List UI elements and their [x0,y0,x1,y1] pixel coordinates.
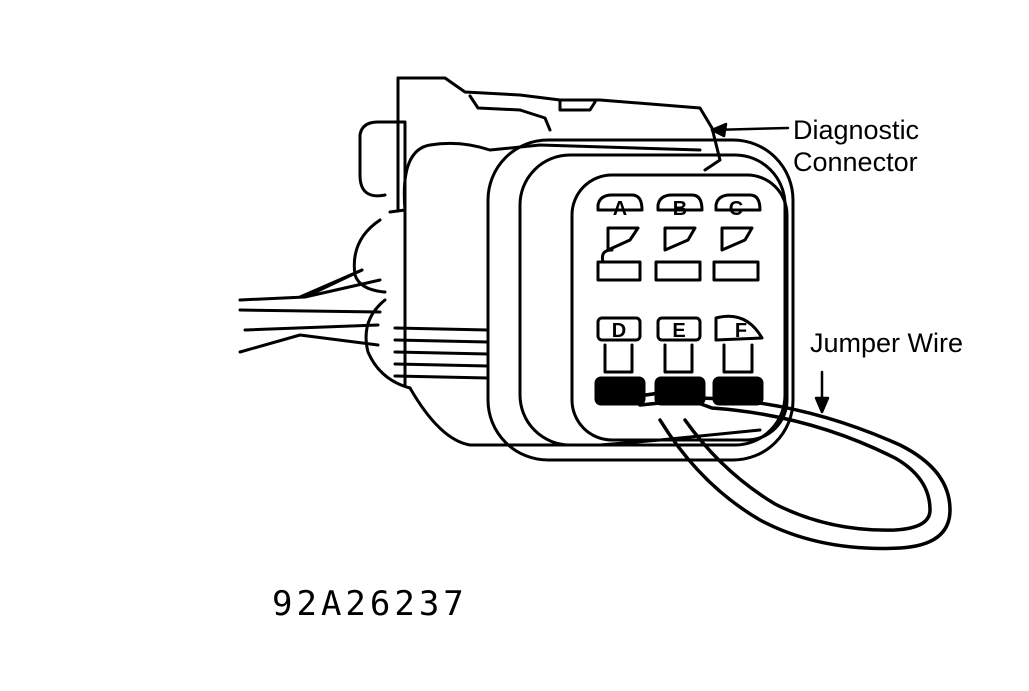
connector-front-face [486,138,795,462]
callout-arrows [710,122,830,414]
terminal-b [654,193,704,282]
terminal-label-c: C [729,198,743,220]
terminal-row-top [596,193,762,282]
jumper-arrowhead [814,396,830,414]
figure-id: 92A26237 [272,584,468,624]
diagnostic-connector-label: Diagnostic Connector [793,114,919,178]
wire-harness [238,268,382,354]
terminal-label-d: D [612,320,626,342]
jumper-wire [623,388,952,551]
jumper-wire-label: Jumper Wire [810,328,964,358]
terminal-label-b: B [673,198,687,220]
connector-latch [396,76,722,212]
terminal-a [596,193,644,282]
connector-rear-boot [352,120,412,390]
terminal-label-f: F [735,320,747,342]
terminal-e [654,316,706,406]
diagnostic-label-line1: Diagnostic [793,115,920,145]
diagnostic-arrowhead [710,122,728,138]
diagnostic-label-line2: Connector [793,147,918,177]
terminal-label-a: A [613,198,627,220]
connector-body [393,141,762,447]
terminal-c [712,193,762,282]
terminal-label-e: E [672,320,685,342]
